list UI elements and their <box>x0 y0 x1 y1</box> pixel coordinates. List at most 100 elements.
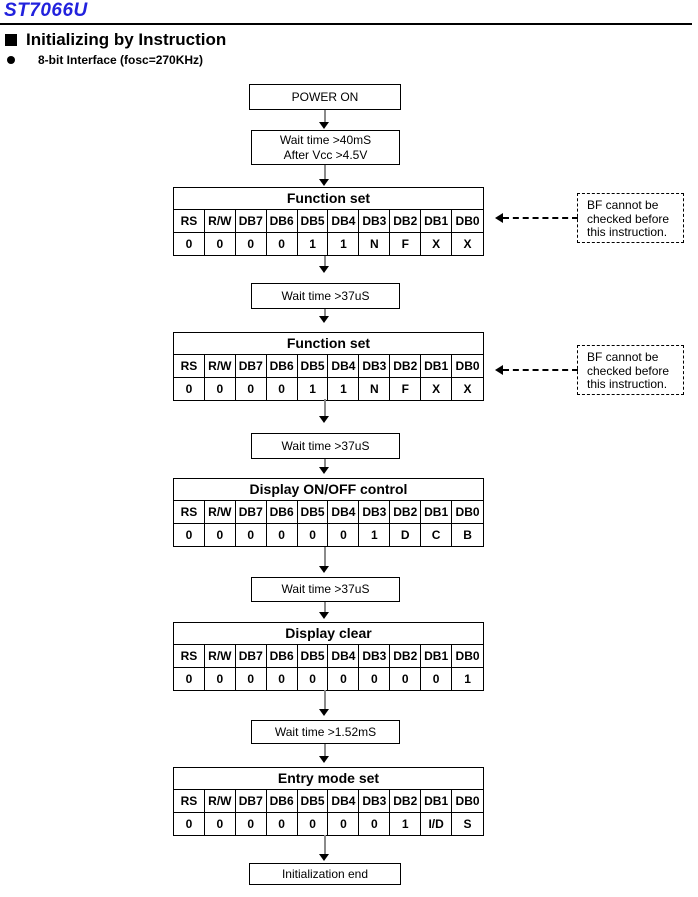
bit-col: DB5 <box>297 501 329 524</box>
bit-col: DB4 <box>328 645 360 668</box>
bit-col: DB4 <box>328 790 360 813</box>
bit-value: 0 <box>205 378 236 400</box>
bit-value: 0 <box>328 813 360 835</box>
bit-col: DB7 <box>235 501 267 524</box>
bit-col: DB5 <box>297 645 329 668</box>
flow-arrow <box>319 256 330 273</box>
bit-value: I/D <box>421 813 453 835</box>
bit-value: 0 <box>236 813 267 835</box>
flow-arrow <box>319 835 330 861</box>
bit-col: DB3 <box>359 501 391 524</box>
wait-152ms-box: Wait time >1.52mS <box>251 720 400 744</box>
bit-col: DB0 <box>452 501 483 524</box>
flow-arrow <box>319 399 330 423</box>
flow-arrow <box>319 602 330 619</box>
bit-value: 0 <box>328 524 360 546</box>
bit-value: X <box>421 233 453 255</box>
note-line: checked before <box>587 211 670 226</box>
bit-col: DB2 <box>390 355 422 378</box>
bit-col: DB4 <box>328 355 360 378</box>
bit-value: 0 <box>174 233 205 255</box>
bit-col: DB7 <box>235 645 267 668</box>
bit-value: 0 <box>174 378 205 400</box>
sub-heading-label: 8-bit Interface (fosc=270KHz) <box>38 53 204 67</box>
bit-value: N <box>359 378 391 400</box>
sub-heading: 8-bit Interface (fosc=270KHz) <box>7 53 203 67</box>
bf-note-1: BF cannot be checked before this instruc… <box>577 193 684 243</box>
bit-col: RS <box>174 210 205 233</box>
bit-col: DB3 <box>359 790 391 813</box>
section-heading-label: Initializing by Instruction <box>26 30 227 49</box>
bit-col: RS <box>174 790 205 813</box>
bit-col: RS <box>174 355 205 378</box>
bit-value: 0 <box>421 668 453 690</box>
square-bullet-icon <box>5 34 17 46</box>
bit-col: DB2 <box>390 645 422 668</box>
bit-value: C <box>421 524 453 546</box>
wait-power-line2: After Vcc >4.5V <box>283 147 368 162</box>
bit-value: 0 <box>267 668 298 690</box>
bit-value: 0 <box>205 233 236 255</box>
bit-col: DB1 <box>421 355 453 378</box>
power-on-label: POWER ON <box>291 89 359 104</box>
bit-value: 0 <box>236 378 267 400</box>
bit-col: DB4 <box>328 501 360 524</box>
bit-col: DB6 <box>266 210 298 233</box>
bit-value: 0 <box>298 668 329 690</box>
bit-value: 0 <box>267 524 298 546</box>
bit-col: DB3 <box>359 645 391 668</box>
bit-col: DB3 <box>359 355 391 378</box>
bit-col: DB0 <box>452 355 483 378</box>
bit-value: 0 <box>267 233 298 255</box>
bit-value: 0 <box>174 668 205 690</box>
wait-power-line1: Wait time >40mS <box>279 132 372 147</box>
note-dashed-arrow <box>495 213 578 223</box>
bit-col: DB2 <box>390 210 422 233</box>
bit-col: R/W <box>204 501 236 524</box>
bit-value: X <box>421 378 453 400</box>
bit-col: DB6 <box>266 790 298 813</box>
bit-col: DB1 <box>421 501 453 524</box>
flow-arrow <box>319 309 330 323</box>
bit-value: F <box>390 233 422 255</box>
bit-value: 1 <box>390 813 422 835</box>
flow-arrow <box>319 165 330 186</box>
section-heading: Initializing by Instruction <box>5 30 226 50</box>
bit-value: B <box>463 528 472 542</box>
bit-value: 0 <box>236 524 267 546</box>
bit-value: 0 <box>328 668 360 690</box>
bit-col: DB5 <box>297 355 329 378</box>
bit-col: RS <box>174 645 205 668</box>
table-title: Display ON/OFF control <box>174 479 483 501</box>
bit-value: 0 <box>205 813 236 835</box>
bit-value: X <box>463 237 472 251</box>
flow-arrow <box>319 110 330 129</box>
initialization-end-label: Initialization end <box>281 866 369 881</box>
wait-37us-box-2: Wait time >37uS <box>251 433 400 459</box>
table-title: Function set <box>174 188 483 210</box>
flow-arrow <box>319 547 330 573</box>
initialization-end-box: Initialization end <box>249 863 401 885</box>
bit-value: 0 <box>298 524 329 546</box>
bf-note-2: BF cannot be checked before this instruc… <box>577 345 684 395</box>
bit-col: DB1 <box>421 790 453 813</box>
wait-power-box: Wait time >40mS After Vcc >4.5V <box>251 130 400 165</box>
bit-col: DB7 <box>235 355 267 378</box>
bit-value: 1 <box>298 378 329 400</box>
bit-col: R/W <box>204 355 236 378</box>
bit-value: 0 <box>298 813 329 835</box>
table-title: Entry mode set <box>174 768 483 790</box>
flow-arrow <box>319 459 330 474</box>
table-title: Display clear <box>174 623 483 645</box>
bit-value: 0 <box>267 813 298 835</box>
note-line: BF cannot be <box>587 198 659 212</box>
note-line: this instruction. <box>587 377 668 391</box>
bit-col: DB5 <box>297 790 329 813</box>
